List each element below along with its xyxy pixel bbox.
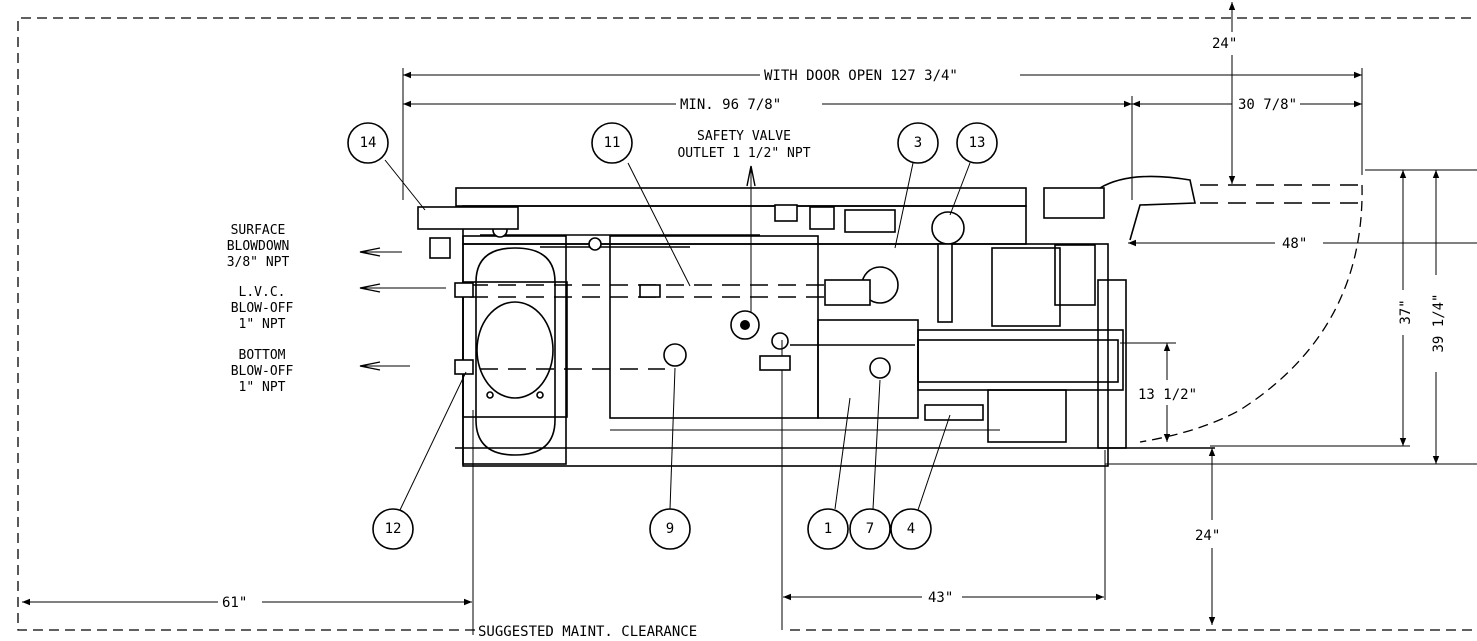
- dim-depth-37-label: 37": [1398, 299, 1414, 324]
- svg-text:14: 14: [360, 135, 377, 151]
- dim-door-swing: 30 7/8": [1131, 96, 1362, 200]
- callout-12: 12: [372, 371, 467, 550]
- dim-depth-39-label: 39 1/4": [1431, 293, 1447, 352]
- svg-text:BLOW-OFF: BLOW-OFF: [231, 301, 294, 316]
- svg-text:3: 3: [914, 135, 922, 151]
- maint-clearance-border: SUGGESTED MAINT. CLEARANCE: [17, 17, 1477, 640]
- maint-clearance-label: SUGGESTED MAINT. CLEARANCE: [478, 624, 697, 640]
- safety-valve: SAFETY VALVE OUTLET 1 1/2" NPT: [677, 129, 811, 312]
- svg-text:BLOWDOWN: BLOWDOWN: [227, 239, 290, 254]
- svg-text:1" NPT: 1" NPT: [239, 317, 286, 332]
- dim-top-clearance-label: 24": [1212, 36, 1237, 52]
- svg-text:3/8" NPT: 3/8" NPT: [227, 255, 290, 270]
- dim-bottom-43: 43": [781, 340, 1106, 630]
- piping-controls: [417, 204, 965, 379]
- callout-7: 7: [849, 379, 891, 550]
- svg-text:OUTLET 1 1/2" NPT: OUTLET 1 1/2" NPT: [677, 146, 810, 161]
- dim-depth-39: 39 1/4": [1105, 170, 1477, 465]
- hidden-lines: [470, 184, 1360, 370]
- svg-text:4: 4: [907, 521, 915, 537]
- callout-11: 11: [591, 122, 691, 287]
- callout-14: 14: [347, 122, 426, 211]
- rear-door: [462, 235, 568, 465]
- svg-text:BLOW-OFF: BLOW-OFF: [231, 364, 294, 379]
- callout-3: 3: [894, 122, 939, 249]
- dim-bottom-clearance-label: 24": [1195, 528, 1220, 544]
- dim-bottom-43-label: 43": [928, 590, 953, 606]
- callout-9: 9: [649, 367, 691, 550]
- dim-bottom-clearance: 24": [1195, 448, 1220, 625]
- burner: [917, 175, 1196, 449]
- svg-text:11: 11: [604, 135, 621, 151]
- svg-text:13: 13: [969, 135, 986, 151]
- svg-text:9: 9: [666, 521, 674, 537]
- bottom-blowoff: BOTTOM BLOW-OFF 1" NPT: [231, 348, 410, 395]
- dim-door-open-label: WITH DOOR OPEN 127 3/4": [764, 68, 958, 84]
- dim-height-13: 13 1/2": [1120, 342, 1197, 442]
- dim-min-length-label: MIN. 96 7/8": [680, 97, 781, 113]
- svg-text:L.V.C.: L.V.C.: [239, 285, 286, 300]
- callout-4: 4: [890, 414, 951, 550]
- dim-door-open: WITH DOOR OPEN 127 3/4": [402, 68, 1363, 200]
- dim-min-length: MIN. 96 7/8": [403, 97, 1132, 113]
- svg-text:SURFACE: SURFACE: [231, 223, 286, 238]
- svg-text:1" NPT: 1" NPT: [239, 380, 286, 395]
- dim-front-clearance: 48": [1128, 236, 1477, 252]
- dim-front-clearance-label: 48": [1282, 236, 1307, 252]
- callout-1: 1: [807, 397, 851, 550]
- dim-depth-37: 37": [1210, 169, 1477, 447]
- door-swing-arc: [1139, 184, 1363, 443]
- svg-text:12: 12: [385, 521, 402, 537]
- dim-top-clearance: 24": [1212, 2, 1237, 184]
- svg-text:BOTTOM: BOTTOM: [239, 348, 286, 363]
- callout-13: 13: [949, 122, 998, 216]
- svg-text:1: 1: [824, 521, 832, 537]
- svg-text:SAFETY VALVE: SAFETY VALVE: [697, 129, 791, 144]
- dim-height-13-label: 13 1/2": [1138, 387, 1197, 403]
- svg-text:7: 7: [866, 521, 874, 537]
- dim-rear-clearance-label: 61": [222, 595, 247, 611]
- lvc-blowoff: L.V.C. BLOW-OFF 1" NPT: [231, 283, 446, 332]
- surface-blowdown: SURFACE BLOWDOWN 3/8" NPT: [227, 223, 402, 270]
- boiler-body: [455, 187, 1215, 467]
- dim-door-swing-label: 30 7/8": [1238, 97, 1297, 113]
